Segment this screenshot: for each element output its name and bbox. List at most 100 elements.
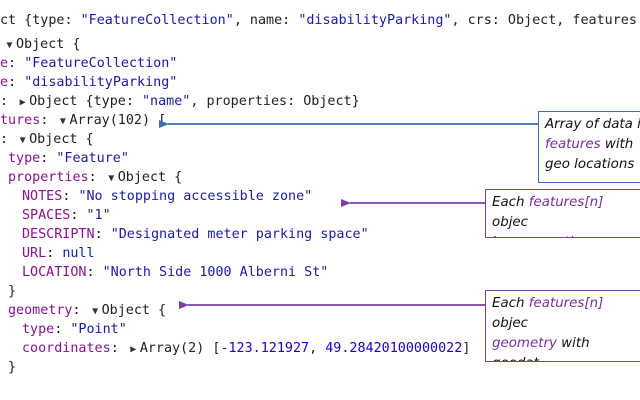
callout-geometry-object: objec [492, 316, 529, 331]
properties-object-label: Object { [117, 170, 183, 185]
geometry-type-key: type [22, 322, 55, 337]
triangle-down-icon[interactable]: ▼ [92, 306, 99, 317]
type-row: e: "FeatureCollection" [0, 54, 177, 73]
type-key: e [0, 56, 9, 71]
geometry-key: geometry [8, 303, 73, 318]
callout-properties: Each features[n] objec has properties [485, 189, 640, 238]
properties-colon: : [88, 170, 105, 185]
triangle-down-icon[interactable]: ▼ [59, 116, 66, 127]
spaces-key: SPACES [22, 208, 71, 223]
callout-properties-object: objec [492, 215, 529, 230]
geometry-type-row: type: "Point" [22, 320, 127, 339]
descriptn-colon: : [94, 227, 111, 242]
coordinates-colon: : [110, 341, 127, 356]
properties-close-brace: } [8, 284, 17, 299]
feature-0-object-label: Object { [29, 132, 94, 147]
features-key: tures [0, 113, 41, 128]
callout-geometry-line1: Each features[n] objec [492, 294, 638, 334]
location-key: LOCATION [22, 265, 87, 280]
name-colon: : [8, 75, 25, 90]
feature-close-brace: } [8, 360, 17, 375]
longitude-value: -123.121927 [220, 341, 310, 356]
feature-close: } [8, 358, 16, 377]
summary-prefix: ct {type: [0, 13, 81, 28]
url-key: URL [22, 246, 47, 261]
crs-object-label: Object {type: [29, 94, 142, 109]
callout-properties-line2: has properties [492, 233, 638, 237]
coordinates-close: ] [462, 341, 471, 356]
callout-geometry-line2: geometry with geodat [492, 334, 638, 361]
triangle-down-icon[interactable]: ▼ [6, 40, 13, 51]
feature-type-row: type: "Feature" [8, 149, 129, 168]
feature-type-value: "Feature" [56, 151, 129, 166]
notes-row: NOTES: "No stopping accessible zone" [22, 187, 312, 206]
location-value: "North Side 1000 Alberni St" [102, 265, 329, 280]
feature-0-colon: : [0, 132, 17, 147]
triangle-right-icon[interactable]: ▶ [19, 97, 26, 108]
geometry-object-label: Object { [101, 303, 167, 318]
callout-geometry-with-geodata: with geodat [492, 336, 590, 361]
root-object-line[interactable]: ▼Object { [3, 35, 81, 54]
coordinates-row[interactable]: coordinates: ▶Array(2) [-123.121927, 49.… [22, 339, 470, 358]
root-object-label: Object { [16, 37, 81, 52]
callout-features-line3: geo locations [545, 157, 635, 172]
name-key: e [0, 75, 9, 90]
feature-type-key: type [8, 151, 41, 166]
url-value: null [62, 246, 95, 261]
triangle-down-icon[interactable]: ▼ [19, 135, 26, 146]
type-value: "FeatureCollection" [24, 56, 178, 71]
location-colon: : [86, 265, 103, 280]
name-value: "disabilityParking" [24, 75, 178, 90]
callout-properties-highlight: properties [520, 235, 589, 237]
log-object-summary[interactable]: ct {type: "FeatureCollection", name: "di… [0, 11, 640, 30]
properties-row[interactable]: properties: ▼Object { [8, 168, 182, 187]
url-colon: : [46, 246, 63, 261]
geometry-type-value: "Point" [70, 322, 127, 337]
coordinates-separator: , [309, 341, 326, 356]
notes-key: NOTES [22, 189, 63, 204]
properties-close: } [8, 282, 16, 301]
features-colon: : [40, 113, 57, 128]
summary-name-value: "disabilityParking" [298, 13, 452, 28]
callout-properties-each: Each [492, 195, 529, 210]
callout-geometry-feature-ref: features[n] [528, 296, 604, 311]
crs-row[interactable]: : ▶Object {type: "name", properties: Obj… [0, 92, 360, 111]
location-row: LOCATION: "North Side 1000 Alberni St" [22, 263, 328, 282]
callout-geometry: Each features[n] objec geometry with geo… [485, 290, 640, 362]
notes-colon: : [62, 189, 79, 204]
descriptn-key: DESCRIPTN [22, 227, 95, 242]
triangle-right-icon[interactable]: ▶ [130, 344, 137, 355]
summary-name-key: , name: [233, 13, 299, 28]
geometry-row[interactable]: geometry: ▼Object { [8, 301, 166, 320]
callout-features-with: with [600, 137, 634, 152]
summary-rest: , crs: Object, features: [451, 13, 640, 28]
triangle-down-icon[interactable]: ▼ [108, 173, 115, 184]
features-row[interactable]: tures: ▼Array(102) [ [0, 111, 166, 130]
callout-features-highlight: features [545, 137, 601, 152]
crs-type-value: "name" [142, 94, 191, 109]
name-row: e: "disabilityParking" [0, 73, 177, 92]
feature-type-colon: : [40, 151, 57, 166]
feature-0-row[interactable]: : ▼Object { [0, 130, 94, 149]
callout-properties-has: has [492, 235, 520, 237]
callout-geometry-each: Each [492, 296, 529, 311]
descriptn-value: "Designated meter parking space" [110, 227, 369, 242]
geometry-colon: : [72, 303, 89, 318]
callout-properties-feature-ref: features[n] [528, 195, 604, 210]
features-array-label: Array(102) [ [69, 113, 167, 128]
latitude-value: 49.28420100000022 [325, 341, 463, 356]
url-row: URL: null [22, 244, 95, 263]
summary-type-value: "FeatureCollection" [80, 13, 234, 28]
coordinates-key: coordinates [22, 341, 111, 356]
descriptn-row: DESCRIPTN: "Designated meter parking spa… [22, 225, 369, 244]
type-colon: : [8, 56, 25, 71]
callout-features-line1: Array of data i [545, 117, 640, 132]
notes-value: "No stopping accessible zone" [78, 189, 313, 204]
spaces-row: SPACES: "1" [22, 206, 111, 225]
crs-colon: : [0, 94, 17, 109]
geometry-type-colon: : [54, 322, 71, 337]
callout-features-line2: features with [545, 135, 640, 155]
callout-properties-line1: Each features[n] objec [492, 193, 638, 233]
crs-object-rest: , properties: Object} [190, 94, 360, 109]
